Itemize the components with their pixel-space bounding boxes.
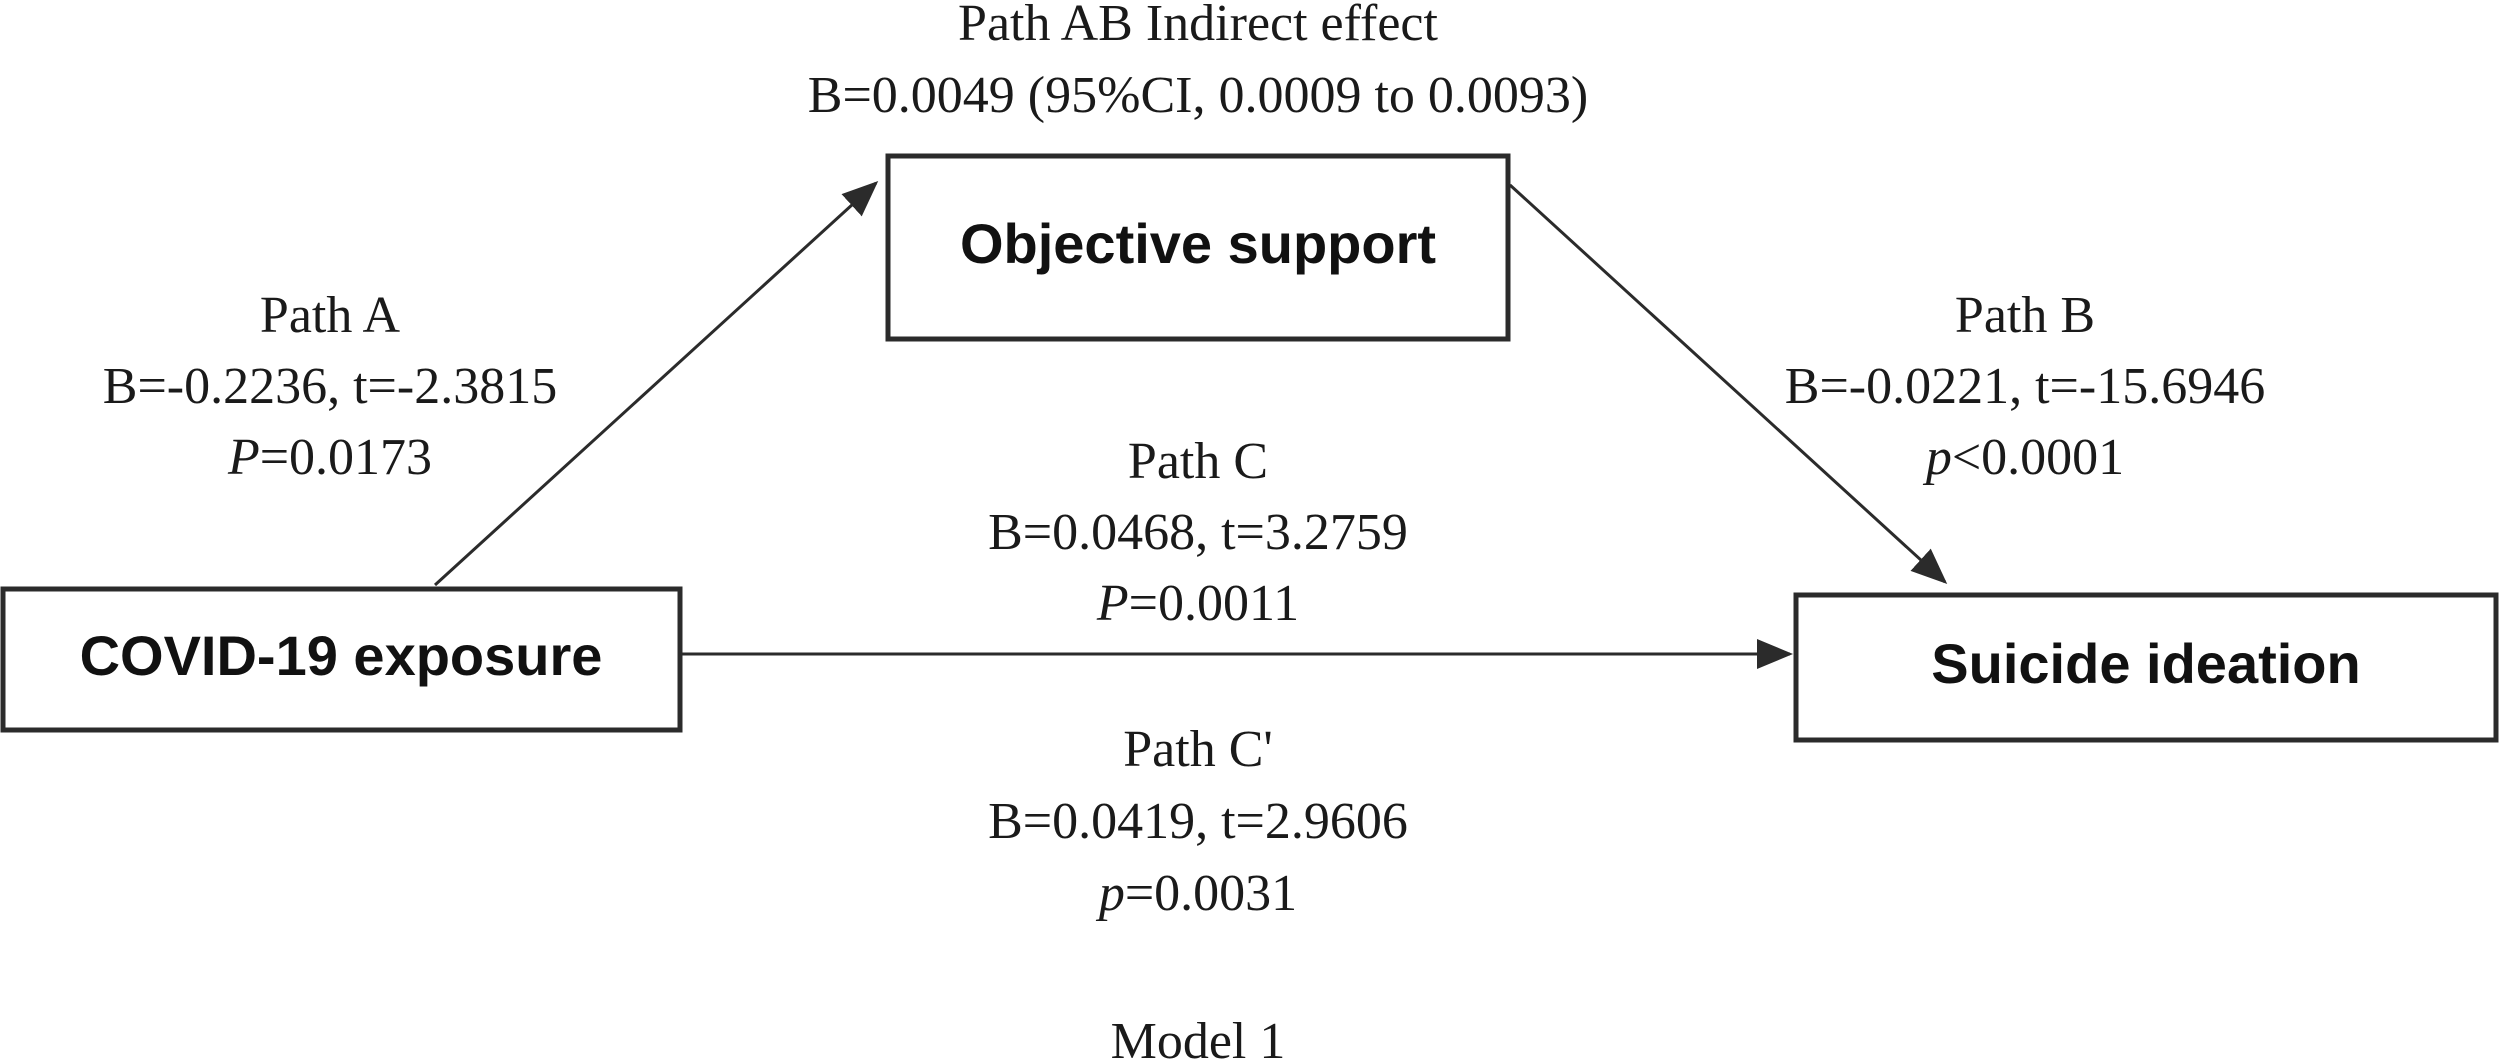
path-c-prime-stat: B=0.0419, t=2.9606 [988, 793, 1408, 850]
path-c-prime-title: Path C' [1123, 721, 1273, 778]
path-a-label: Path A B=-0.2236, t=-2.3815 P=0.0173 [103, 287, 557, 486]
path-b-p: p<0.0001 [1922, 429, 2124, 486]
path-c-prime-label: Path C' B=0.0419, t=2.9606 p=0.0031 [988, 721, 1408, 922]
edge-path-a-arrow [433, 180, 879, 587]
node-objective-support-label: Objective support [960, 212, 1436, 275]
node-suicide-ideation-label: Suicide ideation [1931, 632, 2360, 695]
path-c-p: P=0.0011 [1096, 575, 1299, 632]
path-c-title: Path C [1128, 433, 1268, 490]
model-label: Model 1 [1111, 1013, 1286, 1064]
node-suicide-ideation: Suicide ideation [1793, 592, 2499, 743]
path-a-stat: B=-0.2236, t=-2.3815 [103, 358, 557, 415]
path-a-p-symbol: P [227, 429, 260, 486]
node-covid-exposure-label: COVID-19 exposure [80, 624, 603, 687]
path-c-label: Path C B=0.0468, t=3.2759 P=0.0011 [988, 433, 1408, 632]
path-ab-label: Path AB Indirect effect B=0.0049 (95%CI,… [808, 0, 1588, 124]
path-a-p-value: =0.0173 [260, 429, 432, 486]
path-b-p-symbol: p [1922, 429, 1952, 486]
path-b-label: Path B B=-0.0221, t=-15.6946 p<0.0001 [1785, 287, 2265, 486]
path-b-title: Path B [1955, 287, 2095, 344]
path-a-title: Path A [260, 287, 401, 344]
path-c-prime-p-symbol: p [1095, 865, 1125, 922]
path-b-stat: B=-0.0221, t=-15.6946 [1785, 358, 2265, 415]
edge-path-b-arrow [1508, 183, 1948, 585]
path-c-p-symbol: P [1096, 575, 1129, 632]
path-c-prime-p-value: =0.0031 [1125, 865, 1297, 922]
path-b-p-value: <0.0001 [1952, 429, 2124, 486]
path-a-p: P=0.0173 [227, 429, 432, 486]
path-c-stat: B=0.0468, t=3.2759 [988, 504, 1408, 561]
path-c-prime-p: p=0.0031 [1095, 865, 1297, 922]
path-ab-title: Path AB Indirect effect [958, 0, 1438, 52]
path-c-p-value: =0.0011 [1129, 575, 1299, 632]
path-ab-stat: B=0.0049 (95%CI, 0.0009 to 0.0093) [808, 67, 1588, 124]
node-covid-exposure: COVID-19 exposure [0, 586, 683, 733]
node-objective-support: Objective support [885, 153, 1511, 342]
